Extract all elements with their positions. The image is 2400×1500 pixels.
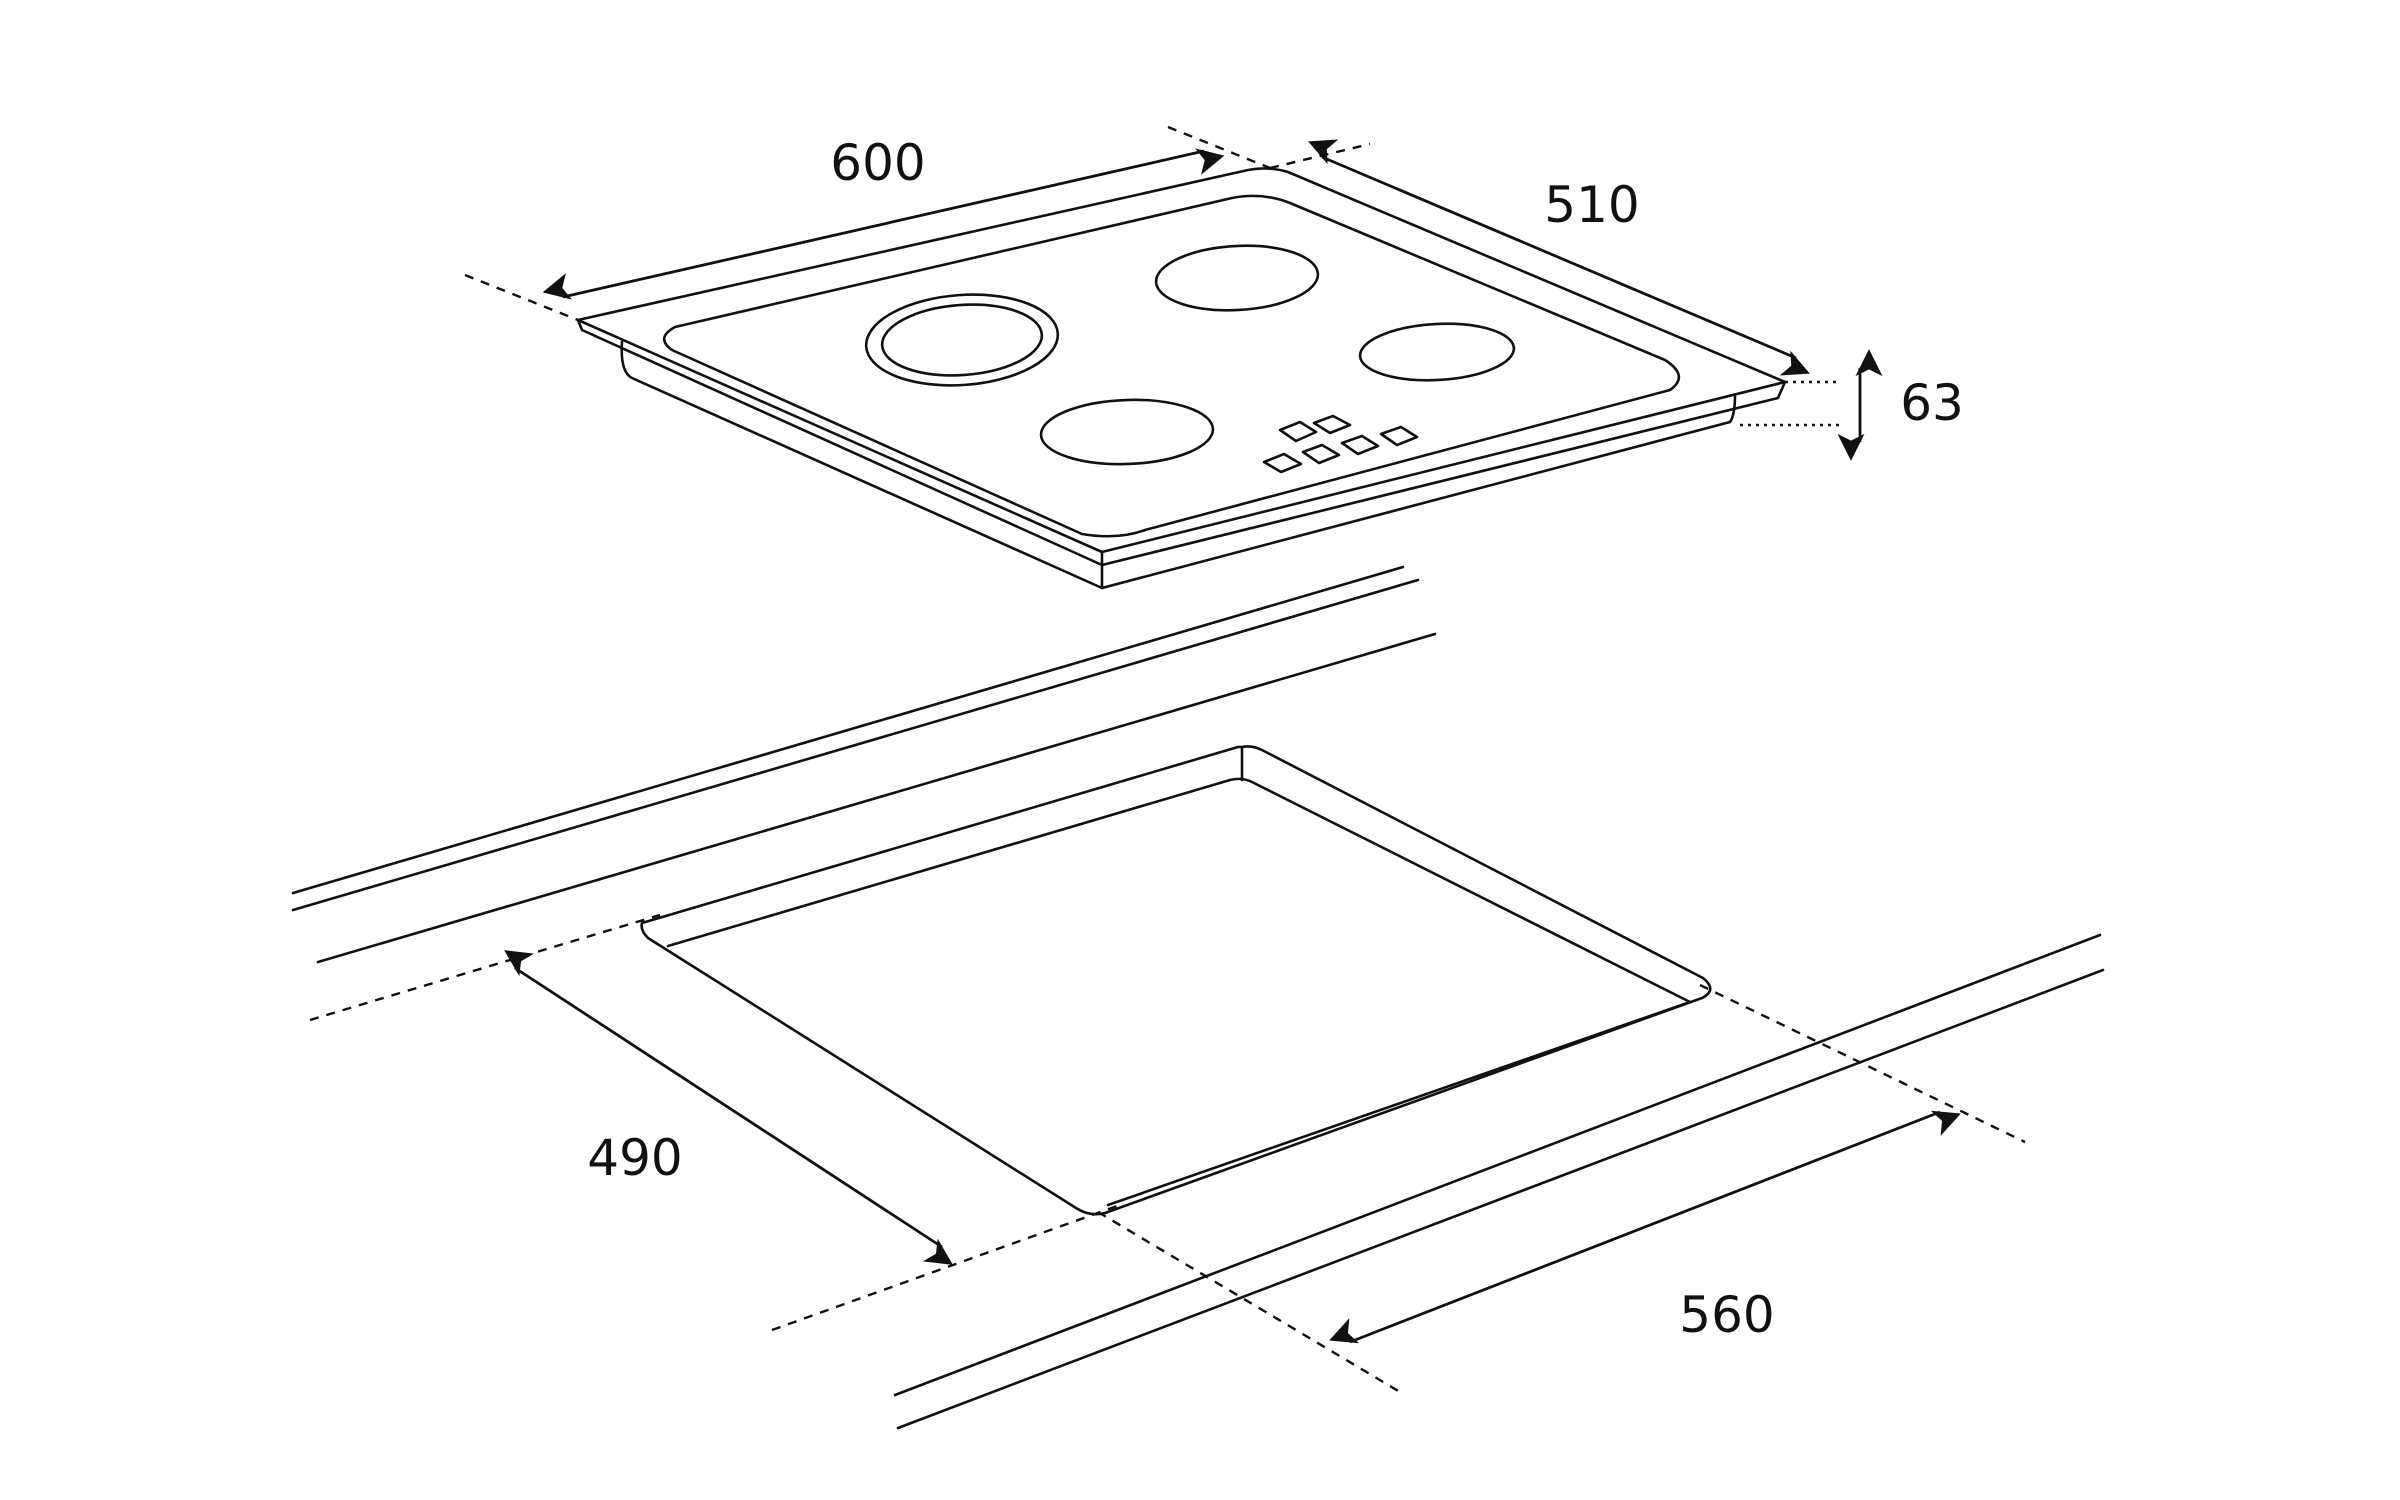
dim-line-510 [1308, 139, 1810, 376]
cutout [640, 745, 1712, 1216]
hob-glass-panel [662, 194, 1681, 538]
burner-right [1358, 322, 1516, 382]
control-panel [1262, 414, 1419, 474]
dim-line-600 [542, 148, 1225, 300]
worktop [291, 565, 2105, 1430]
label-510: 510 [1544, 176, 1639, 234]
label-490: 490 [587, 1129, 682, 1187]
dim-line-560 [1329, 1110, 1961, 1344]
burner-front [1039, 398, 1215, 466]
dim-line-490 [504, 950, 953, 1265]
label-560: 560 [1679, 1286, 1774, 1344]
hob-front-edge [576, 318, 1787, 567]
label-63: 63 [1900, 374, 1964, 432]
label-600: 600 [830, 134, 925, 192]
burner-large-ring [864, 293, 1060, 387]
cutout-outer-rim [640, 745, 1712, 1216]
cutout-inner-opening [666, 777, 1692, 1207]
burner-back-right [1154, 244, 1320, 312]
